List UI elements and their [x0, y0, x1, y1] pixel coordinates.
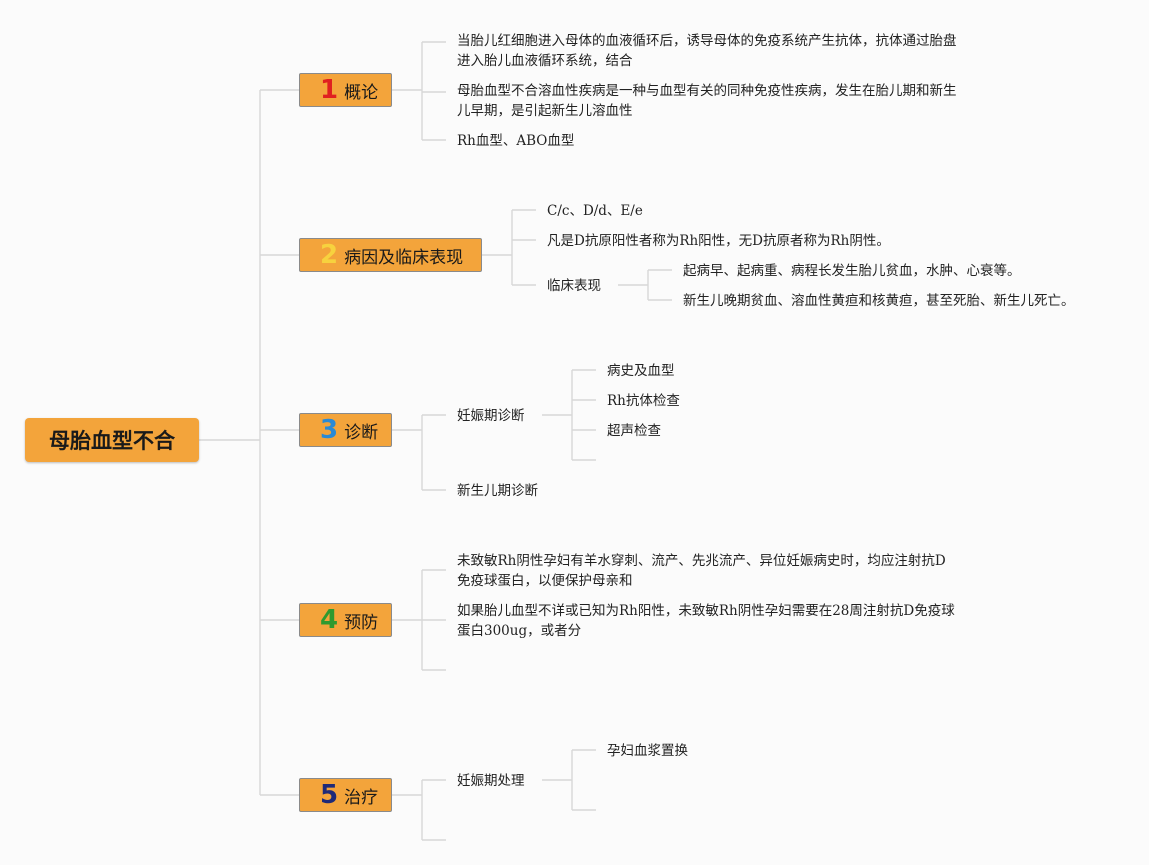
prevention-item-2[interactable]: 如果胎儿血型不详或已知为Rh阳性，未致敏Rh阴性孕妇需要在28周注射抗D免疫球蛋…	[457, 603, 955, 639]
topic-overview[interactable]: 1 概论	[299, 73, 392, 107]
overview-item-1[interactable]: 当胎儿红细胞进入母体的血液循环后，诱导母体的免疫系统产生抗体，抗体通过胎盘进入胎…	[457, 33, 957, 69]
treatment-item-1[interactable]: 孕妇血浆置换	[607, 743, 688, 759]
topic-label: 概论	[344, 82, 379, 103]
root-node[interactable]: 母胎血型不合	[25, 418, 199, 462]
clinical-item-1[interactable]: 起病早、起病重、病程长发生胎儿贫血，水肿、心衰等。	[683, 263, 1021, 279]
number-2-icon: 2	[320, 240, 339, 270]
pregnancy-diagnosis-label[interactable]: 妊娠期诊断	[457, 408, 525, 424]
newborn-diagnosis-label[interactable]: 新生儿期诊断	[457, 483, 538, 499]
pregnancy-treatment-label[interactable]: 妊娠期处理	[457, 773, 525, 789]
etiology-item-2[interactable]: 凡是D抗原阳性者称为Rh阳性，无D抗原者称为Rh阴性。	[547, 233, 890, 249]
number-3-icon: 3	[320, 415, 339, 445]
number-5-icon: 5	[320, 780, 339, 810]
topic-label: 治疗	[344, 787, 379, 808]
overview-item-3[interactable]: Rh血型、ABO血型	[457, 133, 575, 149]
topic-treatment[interactable]: 5 治疗	[299, 778, 392, 812]
overview-item-2[interactable]: 母胎血型不合溶血性疾病是一种与血型有关的同种免疫性疾病，发生在胎儿期和新生儿早期…	[457, 83, 957, 119]
topic-label: 预防	[344, 612, 379, 633]
number-1-icon: 1	[320, 75, 339, 105]
root-title: 母胎血型不合	[49, 429, 175, 453]
etiology-item-1[interactable]: C/c、D/d、E/e	[547, 203, 643, 219]
diagnosis-item-3[interactable]: 超声检查	[607, 423, 661, 439]
diagnosis-item-2[interactable]: Rh抗体检查	[607, 393, 680, 409]
prevention-item-1[interactable]: 未致敏Rh阴性孕妇有羊水穿刺、流产、先兆流产、异位妊娠病史时，均应注射抗D免疫球…	[457, 553, 946, 589]
topic-label: 病因及临床表现	[344, 247, 464, 268]
clinical-label[interactable]: 临床表现	[547, 278, 601, 294]
diagnosis-item-1[interactable]: 病史及血型	[607, 363, 675, 379]
number-4-icon: 4	[320, 605, 339, 635]
topic-prevention[interactable]: 4 预防	[299, 603, 392, 637]
topic-label: 诊断	[344, 422, 379, 443]
topic-etiology[interactable]: 2 病因及临床表现	[299, 238, 482, 272]
clinical-item-2[interactable]: 新生儿晚期贫血、溶血性黄疸和核黄疸，甚至死胎、新生儿死亡。	[683, 293, 1075, 309]
topic-diagnosis[interactable]: 3 诊断	[299, 413, 392, 447]
